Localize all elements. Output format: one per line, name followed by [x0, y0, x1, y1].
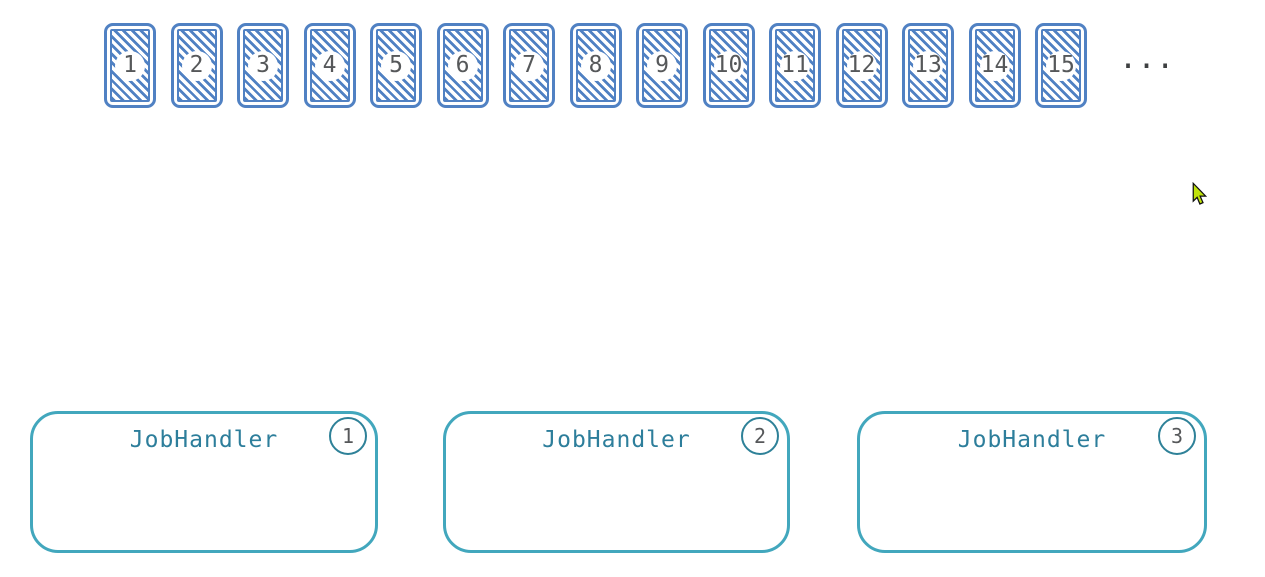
job-card: 3	[237, 23, 289, 108]
card-back-pattern: 9	[642, 29, 682, 102]
card-number: 3	[248, 50, 278, 81]
job-handler-box: JobHandler 1	[30, 411, 378, 553]
card-number: 9	[647, 50, 677, 81]
card-back-pattern: 12	[841, 29, 882, 102]
card-back-pattern: 2	[176, 29, 217, 102]
card-back-pattern: 13	[908, 29, 948, 102]
card-back-pattern: 6	[442, 29, 483, 102]
job-card: 8	[569, 23, 622, 108]
job-card: 1	[104, 23, 156, 108]
card-number: 10	[713, 50, 744, 81]
card-number: 14	[979, 50, 1010, 81]
job-card: 4	[303, 23, 356, 108]
card-number: 1	[115, 50, 145, 81]
job-handler-box: JobHandler 2	[443, 411, 790, 553]
card-back-pattern: 14	[974, 29, 1015, 102]
card-back-pattern: 10	[708, 29, 749, 102]
card-number: 2	[181, 50, 212, 81]
job-card: 6	[436, 23, 489, 108]
card-number: 5	[381, 50, 411, 81]
job-handler-title: JobHandler	[957, 427, 1107, 453]
queue-more-ellipsis: ...	[1119, 41, 1175, 76]
job-handler-badge: 3	[1158, 417, 1196, 455]
card-back-pattern: 8	[575, 29, 616, 102]
job-handler-box: JobHandler 3	[857, 411, 1207, 553]
card-back-pattern: 5	[376, 29, 416, 102]
card-number: 6	[447, 50, 478, 81]
job-handler-title: JobHandler	[129, 427, 279, 453]
card-number: 15	[1046, 50, 1076, 81]
job-queue-row: 1 2 3 4 5 6	[104, 23, 1087, 108]
card-back-pattern: 11	[775, 29, 815, 102]
job-handler-title: JobHandler	[542, 427, 691, 453]
job-card: 9	[636, 23, 688, 108]
card-back-pattern: 1	[110, 29, 150, 102]
job-card: 7	[503, 23, 555, 108]
card-back-pattern: 15	[1041, 29, 1081, 102]
card-number: 13	[913, 50, 943, 81]
job-card: 15	[1035, 23, 1087, 108]
job-handler-badge: 1	[329, 417, 367, 455]
job-card: 2	[170, 23, 223, 108]
card-number: 12	[846, 50, 877, 81]
card-back-pattern: 4	[309, 29, 350, 102]
card-number: 7	[514, 50, 544, 81]
job-handler-badge: 2	[741, 417, 779, 455]
job-card: 11	[769, 23, 821, 108]
job-card: 14	[968, 23, 1021, 108]
card-number: 4	[314, 50, 345, 81]
card-number: 11	[780, 50, 810, 81]
card-back-pattern: 3	[243, 29, 283, 102]
job-card: 13	[902, 23, 954, 108]
mouse-cursor-icon	[1192, 182, 1207, 205]
job-card: 5	[370, 23, 422, 108]
card-back-pattern: 7	[509, 29, 549, 102]
job-card: 12	[835, 23, 888, 108]
job-card: 10	[702, 23, 755, 108]
card-number: 8	[580, 50, 611, 81]
